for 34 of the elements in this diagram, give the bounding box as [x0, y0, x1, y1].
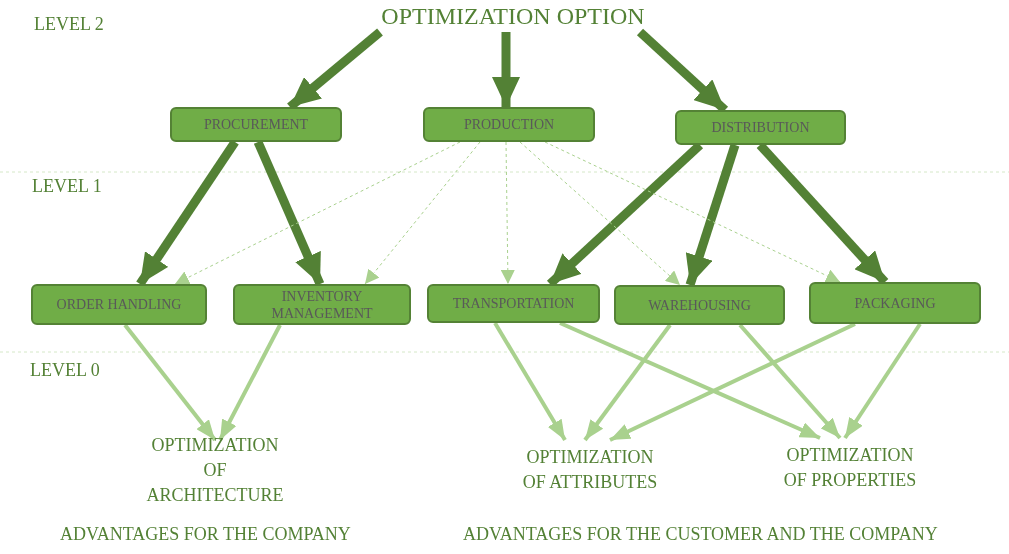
process-box: INVENTORY MANAGEMENT — [233, 284, 411, 325]
process-box: PACKAGING — [809, 282, 981, 324]
arrow — [253, 140, 325, 286]
level-label: LEVEL 1 — [32, 176, 102, 197]
diagram-heading: OPTIMIZATION OPTION — [381, 3, 645, 29]
arrow — [500, 141, 515, 285]
arrow — [843, 322, 922, 440]
arrow — [544, 141, 841, 283]
process-box: ORDER HANDLING — [31, 284, 207, 325]
arrow — [583, 323, 672, 442]
arrow — [685, 143, 740, 287]
arrow — [174, 141, 461, 285]
group-caption: ADVANTAGES FOR THE COMPANY — [60, 524, 351, 545]
outcome-text: OPTIMIZATION OF PROPERTIES — [782, 444, 918, 492]
arrow — [559, 321, 821, 440]
arrow — [519, 141, 681, 286]
arrow — [364, 141, 481, 285]
arrow — [492, 32, 520, 107]
process-box: DISTRIBUTION — [675, 110, 846, 145]
arrow — [136, 139, 239, 287]
process-box: WAREHOUSING — [614, 285, 785, 325]
group-caption: ADVANTAGES FOR THE CUSTOMER AND THE COMPANY — [463, 524, 938, 545]
process-box: PRODUCTION — [423, 107, 595, 142]
arrow — [218, 324, 282, 441]
arrow — [609, 322, 856, 442]
outcome-text: OPTIMIZATION OF ARCHITECTURE — [145, 433, 285, 507]
outcome-text: OPTIMIZATION OF ATTRIBUTES — [521, 446, 659, 494]
arrow — [123, 323, 217, 442]
process-box: PROCUREMENT — [170, 107, 342, 142]
arrow — [493, 321, 567, 442]
level-label: LEVEL 0 — [30, 360, 100, 381]
arrow — [738, 323, 842, 440]
level-label: LEVEL 2 — [34, 14, 104, 35]
process-box: TRANSPORTATION — [427, 284, 600, 323]
